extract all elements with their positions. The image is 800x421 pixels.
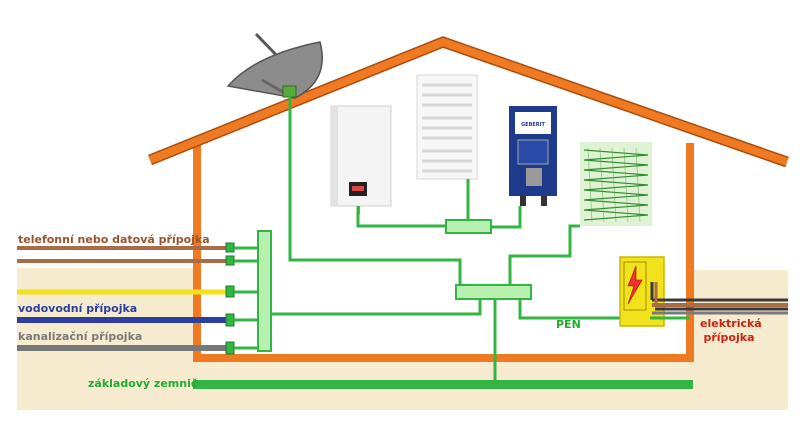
toilet-frame-icon: GEBERIT (509, 106, 557, 206)
sewer-label: kanalizační přípojka (18, 330, 143, 343)
satellite-dish-icon (226, 32, 323, 99)
electric-service-label: elektrická přípojka (700, 317, 762, 344)
lightning-icon (627, 265, 643, 305)
bonding-conductors (234, 95, 620, 382)
house-interior (197, 45, 690, 358)
toilet-brand-text: GEBERIT (521, 122, 545, 128)
ground-left-top (17, 268, 197, 272)
service-lines (17, 246, 228, 351)
central-bonding-bar (455, 284, 532, 300)
foundation-earth-electrode (193, 380, 693, 389)
boiler-icon (330, 105, 392, 214)
floor-heating-icon (580, 142, 652, 226)
towel-radiator-icon (416, 74, 478, 180)
pen-label: PEN (556, 318, 581, 331)
earth-electrode-label: základový zemnič (88, 377, 198, 390)
house-walls (193, 143, 694, 362)
bathroom-bonding-bar (445, 219, 492, 234)
main-bonding-bar (257, 230, 272, 352)
water-label: vodovodní přípojka (18, 302, 138, 315)
electric-service-cable (650, 282, 788, 320)
telephone-label: telefonní nebo datová přípojka (18, 233, 210, 246)
